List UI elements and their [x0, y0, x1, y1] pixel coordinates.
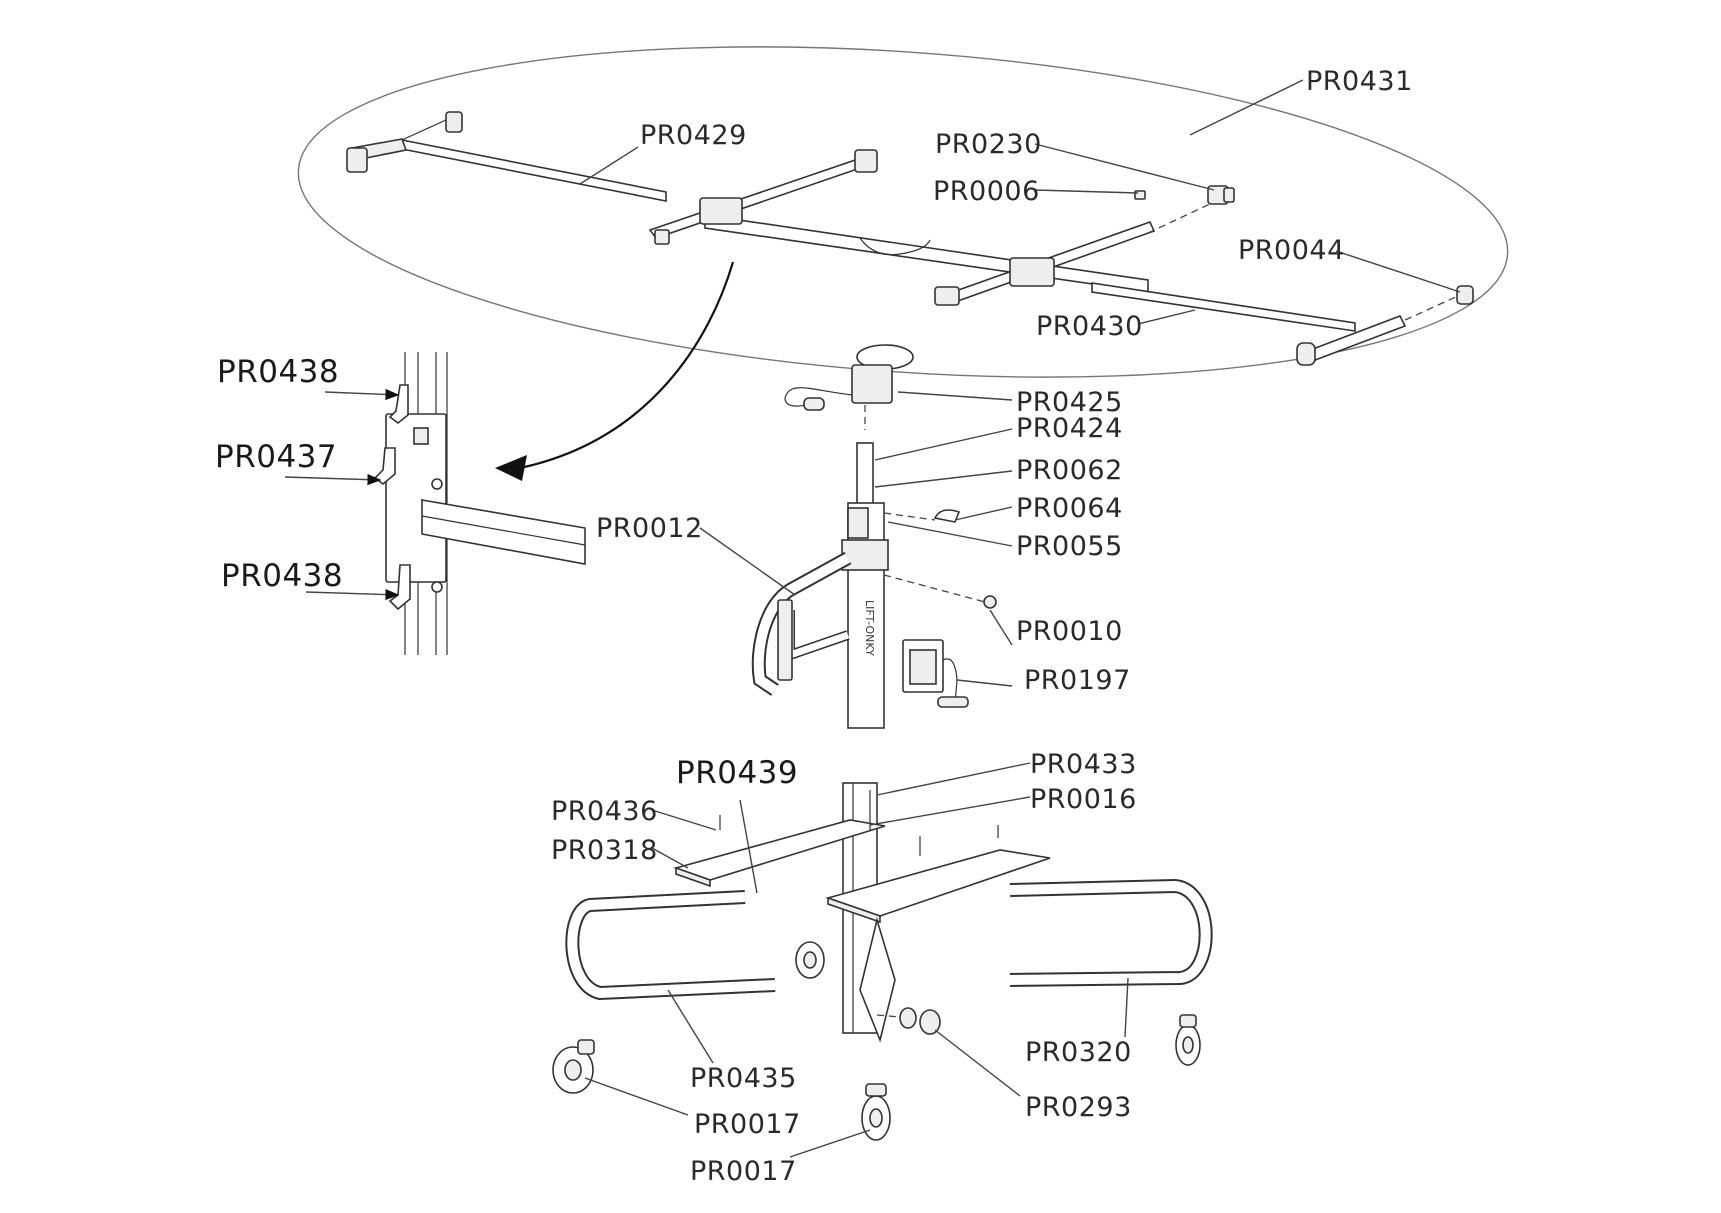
part-labels: PR0431 PR0429 PR0230 PR0006 PR0044 PR043…	[215, 66, 1413, 1187]
detail-callout-arrowhead	[495, 455, 527, 481]
label-pr0062: PR0062	[1016, 455, 1123, 486]
label-pr0438-top: PR0438	[217, 354, 339, 390]
caster-right	[1175, 1014, 1201, 1066]
bar-pr0429	[346, 111, 667, 202]
label-pr0431: PR0431	[1306, 66, 1413, 97]
leader-lines	[284, 79, 1461, 1158]
mast-assembly: LIFT-ONKY	[751, 344, 997, 729]
hook-detail-view	[373, 352, 586, 655]
label-pr0436: PR0436	[551, 796, 658, 827]
label-pr0293: PR0293	[1025, 1092, 1132, 1123]
label-pr0006: PR0006	[933, 176, 1040, 207]
base-assembly	[552, 782, 1213, 1141]
label-pr0439: PR0439	[676, 755, 798, 791]
label-pr0044: PR0044	[1238, 235, 1345, 266]
label-pr0017-left: PR0017	[694, 1109, 801, 1140]
label-pr0437: PR0437	[215, 439, 337, 475]
label-pr0017-bottom: PR0017	[690, 1156, 797, 1187]
bar-pr0430	[1091, 282, 1407, 366]
frame-assembly-group	[297, 46, 1509, 378]
screw-pr0006	[1134, 190, 1146, 200]
label-pr0435: PR0435	[690, 1063, 797, 1094]
label-pr0438-bottom: PR0438	[221, 558, 343, 594]
label-pr0012: PR0012	[596, 513, 703, 544]
pr0230-axis	[1147, 203, 1211, 234]
label-pr0318: PR0318	[551, 835, 658, 866]
mast-brand-text: LIFT-ONKY	[863, 600, 876, 656]
pr0044-axis	[1404, 295, 1459, 321]
caster-bottom	[861, 1083, 891, 1141]
label-pr0230: PR0230	[935, 129, 1042, 160]
label-pr0010: PR0010	[1016, 616, 1123, 647]
label-pr0424: PR0424	[1016, 413, 1123, 444]
caster-mast	[795, 941, 825, 979]
end-cap-pr0044	[1456, 285, 1474, 305]
caster-left	[552, 1039, 595, 1094]
detail-callout-arrow	[519, 261, 735, 470]
label-pr0064: PR0064	[1016, 493, 1123, 524]
end-cap-pr0230	[1207, 185, 1235, 205]
label-pr0016: PR0016	[1030, 784, 1137, 815]
label-pr0429: PR0429	[640, 120, 747, 151]
label-pr0425: PR0425	[1016, 387, 1123, 418]
label-pr0320: PR0320	[1025, 1037, 1132, 1068]
label-pr0433: PR0433	[1030, 749, 1137, 780]
central-frame	[648, 149, 1156, 306]
label-pr0430: PR0430	[1036, 311, 1143, 342]
label-pr0055: PR0055	[1016, 531, 1123, 562]
label-pr0197: PR0197	[1024, 665, 1131, 696]
